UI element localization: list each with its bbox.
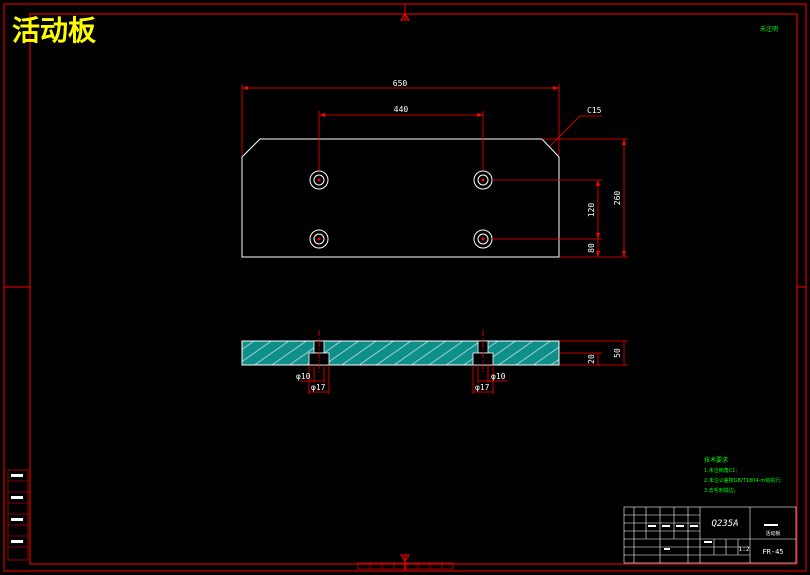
corner-note: 未注明 xyxy=(760,25,778,33)
bottom-ruler xyxy=(357,562,454,570)
technical-notes: 技术要求 1.未注倒角C1; 2.未注公差按GB/T1804-m级执行; 3.去… xyxy=(704,456,782,494)
title-block-marks xyxy=(648,524,778,550)
notes-line-1: 1.未注倒角C1; xyxy=(704,467,737,474)
dim-edge-offset: 80 xyxy=(587,243,596,253)
dim-thickness: 50 xyxy=(613,348,622,358)
dim-counterbore-depth: 20 xyxy=(587,354,596,364)
left-revision-strip xyxy=(7,469,29,561)
dim-overall-height: 260 xyxy=(613,191,622,206)
hole-top-left xyxy=(309,170,329,190)
dim-cbore-dia-right: φ17 xyxy=(475,383,490,392)
dim-cbore-dia-left: φ17 xyxy=(311,383,326,392)
hole-bottom-right xyxy=(473,229,493,249)
centering-marks xyxy=(4,4,806,571)
outer-frame xyxy=(3,3,807,572)
title-block-part-name: 活动板 xyxy=(765,530,780,537)
hole-top-right xyxy=(473,170,493,190)
title-block xyxy=(623,506,797,564)
title-block-scale: 1:2 xyxy=(739,546,750,553)
hole-bottom-left xyxy=(309,229,329,249)
notes-heading: 技术要求 xyxy=(704,456,728,464)
section-hole-left xyxy=(308,330,330,372)
plate-outline xyxy=(241,138,560,258)
dimension-lines-section xyxy=(300,340,628,394)
notes-line-3: 3.去毛刺锐边。 xyxy=(704,487,739,494)
dimension-lines-top xyxy=(241,84,628,258)
dim-overall-length: 650 xyxy=(393,79,408,88)
title-block-material: Q235A xyxy=(711,519,738,529)
dimension-arrows-top xyxy=(242,86,626,257)
drawing-title: 活动板 xyxy=(12,14,96,47)
section-body xyxy=(241,340,560,366)
dim-hole-dia-left: φ10 xyxy=(296,372,311,381)
dim-hole-pitch-v: 120 xyxy=(587,203,596,218)
section-hole-right xyxy=(472,330,494,372)
title-block-drawing-no: FR-45 xyxy=(762,548,783,556)
dim-hole-spacing: 440 xyxy=(394,105,409,114)
dim-hole-dia-right: φ10 xyxy=(491,372,506,381)
inner-frame xyxy=(29,13,798,565)
top-view: 650 440 C15 260 120 80 xyxy=(241,79,628,258)
notes-line-2: 2.未注公差按GB/T1804-m级执行; xyxy=(704,477,782,484)
dim-chamfer: C15 xyxy=(587,106,602,115)
section-view: 20 50 φ10 φ17 φ10 φ17 xyxy=(241,330,628,394)
